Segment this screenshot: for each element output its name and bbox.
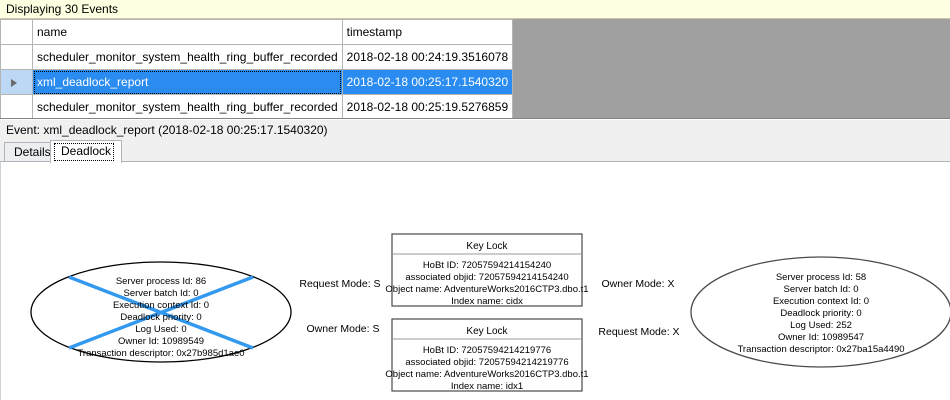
survivor-line-5: Owner Id: 10989547	[778, 332, 864, 343]
survivor-line-0: Server process Id: 58	[776, 272, 866, 283]
events-grid-body: scheduler_monitor_system_health_ring_buf…	[0, 44, 514, 118]
resource-node-bottom[interactable]: Key Lock HoBt ID: 72057594214219776 asso…	[385, 318, 589, 392]
resource-bottom-line-1: associated objid: 72057594214219776	[405, 357, 568, 368]
header-row: name timestamp	[0, 19, 514, 45]
cell-name[interactable]: scheduler_monitor_system_health_ring_buf…	[32, 94, 343, 118]
survivor-line-2: Execution context Id: 0	[773, 296, 869, 307]
victim-line-0: Server process Id: 86	[116, 276, 206, 287]
row-selector-cell[interactable]	[0, 94, 33, 118]
edge-label-top-left: Request Mode: S	[299, 278, 380, 290]
resource-bottom-line-3: Index name: idx1	[451, 381, 523, 392]
resource-bottom-line-0: HoBt ID: 72057594214219776	[423, 345, 551, 356]
column-header-selector[interactable]	[0, 19, 33, 45]
events-grid-header: name timestamp	[0, 19, 514, 45]
events-grid-table: name timestamp scheduler_monitor_system_…	[0, 19, 514, 118]
events-grid[interactable]: name timestamp scheduler_monitor_system_…	[0, 19, 950, 119]
resource-top-line-1: associated objid: 72057594214154240	[405, 272, 568, 283]
survivor-line-1: Server batch Id: 0	[784, 284, 859, 295]
edge-label-bottom-left: Owner Mode: S	[307, 323, 380, 335]
event-header-text: Event: xml_deadlock_report (2018-02-18 0…	[6, 123, 328, 137]
cell-timestamp[interactable]: 2018-02-18 00:25:17.1540320	[341, 69, 514, 95]
edge-label-top-right: Owner Mode: X	[602, 278, 675, 290]
cell-name[interactable]: xml_deadlock_report	[32, 69, 343, 95]
deadlock-graph-canvas[interactable]: Request Mode: S Owner Mode: X Owner Mode…	[0, 162, 950, 400]
victim-line-2: Execution context Id: 0	[113, 300, 209, 311]
current-row-arrow-icon	[11, 78, 17, 87]
events-banner-text: Displaying 30 Events	[6, 2, 119, 16]
resource-top-box[interactable]	[391, 233, 583, 307]
table-row[interactable]: scheduler_monitor_system_health_ring_buf…	[0, 44, 514, 70]
resource-bottom-title: Key Lock	[466, 326, 508, 337]
edge-bottom-resource-to-victim: Owner Mode: S	[307, 323, 380, 335]
resource-top-line-0: HoBt ID: 72057594214154240	[423, 260, 551, 271]
victim-line-1: Server batch Id: 0	[124, 288, 199, 299]
deadlock-graph-svg: Request Mode: S Owner Mode: X Owner Mode…	[30, 233, 950, 392]
victim-line-3: Deadlock priority: 0	[120, 312, 201, 323]
victim-cross-icon	[68, 275, 254, 350]
cell-timestamp[interactable]: 2018-02-18 00:25:19.5276859	[341, 94, 514, 118]
row-selector-cell[interactable]	[0, 44, 33, 70]
survivor-process-ellipse[interactable]	[690, 256, 950, 368]
table-row-selected[interactable]: xml_deadlock_report 2018-02-18 00:25:17.…	[0, 69, 514, 95]
column-header-timestamp[interactable]: timestamp	[341, 19, 514, 45]
tab-strip: Details Deadlock	[0, 140, 950, 163]
victim-line-4: Log Used: 0	[135, 324, 186, 335]
resource-bottom-line-2: Object name: AdventureWorks2016CTP3.dbo.…	[385, 369, 588, 380]
survivor-process-node[interactable]: Server process Id: 58 Server batch Id: 0…	[690, 256, 950, 368]
cell-timestamp[interactable]: 2018-02-18 00:24:19.3516078	[341, 44, 514, 70]
survivor-line-3: Deadlock priority: 0	[780, 308, 861, 319]
cell-name[interactable]: scheduler_monitor_system_health_ring_buf…	[32, 44, 343, 70]
victim-line-5: Owner Id: 10989549	[118, 336, 204, 347]
resource-top-line-3: Index name: cidx	[451, 296, 523, 307]
event-header: Event: xml_deadlock_report (2018-02-18 0…	[0, 120, 950, 140]
edge-survivor-to-bottom-resource: Request Mode: X	[598, 326, 679, 338]
victim-line-6: Transaction descriptor: 0x27b985d1ae0	[77, 348, 244, 359]
row-selector-cell[interactable]	[0, 69, 33, 95]
resource-top-line-2: Object name: AdventureWorks2016CTP3.dbo.…	[385, 284, 588, 295]
events-banner: Displaying 30 Events	[0, 0, 950, 19]
survivor-line-6: Transaction descriptor: 0x27ba15a4490	[737, 344, 904, 355]
edge-top-resource-to-survivor: Owner Mode: X	[602, 278, 675, 290]
tab-deadlock[interactable]: Deadlock	[50, 140, 123, 163]
edge-label-bottom-right: Request Mode: X	[598, 326, 679, 338]
survivor-line-4: Log Used: 252	[790, 320, 852, 331]
table-row[interactable]: scheduler_monitor_system_health_ring_buf…	[0, 94, 514, 118]
edge-victim-to-top-resource: Request Mode: S	[299, 278, 380, 290]
resource-top-title: Key Lock	[466, 241, 508, 252]
victim-process-node[interactable]: Server process Id: 86 Server batch Id: 0…	[30, 261, 292, 363]
column-header-name[interactable]: name	[32, 19, 343, 45]
resource-bottom-box[interactable]	[391, 318, 583, 392]
resource-node-top[interactable]: Key Lock HoBt ID: 72057594214154240 asso…	[385, 233, 589, 307]
